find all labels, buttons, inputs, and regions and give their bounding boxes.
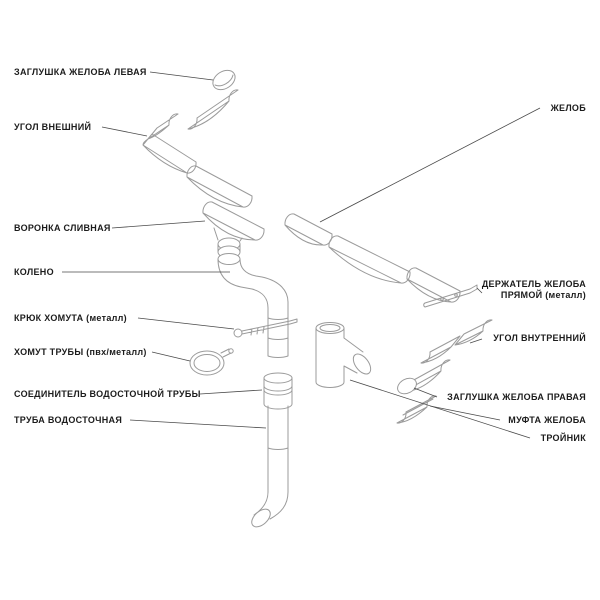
- label-downpipe: ТРУБА ВОДОСТОЧНАЯ: [14, 415, 122, 425]
- label-gutter: ЖЕЛОБ: [550, 103, 587, 113]
- leader-pipe-clamp: [151, 351, 191, 362]
- leader-bracket: [476, 287, 483, 294]
- leader-tee: [349, 379, 531, 439]
- part-gutter-end-cap-left: [212, 69, 236, 91]
- part-outlet-bend: [251, 491, 289, 528]
- leader-clamp-hook: [137, 317, 235, 330]
- part-tee: [315, 322, 372, 388]
- part-pipe-connector: [263, 372, 293, 410]
- part-gutter-section-bottom-right: [397, 359, 451, 395]
- label-end-cap-right: ЗАГЛУШКА ЖЕЛОБА ПРАВАЯ: [447, 392, 586, 402]
- leader-gutter-coupling: [429, 405, 501, 421]
- part-pipe-upper: [267, 317, 289, 359]
- label-end-cap-left: ЗАГЛУШКА ЖЕЛОБА ЛЕВАЯ: [14, 67, 147, 77]
- part-drain-funnel: [202, 201, 265, 259]
- leader-pipe-connector: [199, 389, 263, 395]
- label-clamp-hook: КРЮК ХОМУТА (металл): [14, 313, 127, 323]
- label-bracket-line2: ПРЯМОЙ (металл): [501, 289, 586, 300]
- part-gutter-coupling: [396, 395, 437, 424]
- part-gutter-section-right: [406, 267, 461, 303]
- leader-downpipe: [129, 419, 267, 429]
- part-clamp-hook: [233, 318, 298, 338]
- part-gutter-section-long: [328, 235, 411, 284]
- leader-corner-outer: [101, 126, 148, 137]
- part-pipe-clamp: [189, 348, 234, 376]
- part-elbow: [217, 253, 289, 321]
- leader-lines: [62, 71, 541, 439]
- label-gutter-coupling: МУФТА ЖЕЛОБА: [508, 415, 586, 425]
- leader-end-cap-left: [149, 71, 214, 81]
- labels-left: ЗАГЛУШКА ЖЕЛОБА ЛЕВАЯ УГОЛ ВНЕШНИЙ ВОРОН…: [14, 67, 201, 425]
- part-gutter-section-left: [186, 165, 253, 208]
- leader-corner-inner: [469, 338, 483, 344]
- label-corner-outer: УГОЛ ВНЕШНИЙ: [14, 121, 91, 132]
- leader-drain-funnel: [111, 220, 206, 229]
- label-drain-funnel: ВОРОНКА СЛИВНАЯ: [14, 223, 111, 233]
- labels-right: ЖЕЛОБ ДЕРЖАТЕЛЬ ЖЕЛОБА ПРЯМОЙ (металл) У…: [447, 103, 586, 443]
- label-elbow: КОЛЕНО: [14, 267, 54, 277]
- label-pipe-clamp: ХОМУТ ТРУБЫ (пвх/металл): [14, 347, 147, 357]
- part-downpipe: [267, 405, 289, 493]
- part-gutter-section-mid: [284, 213, 333, 246]
- label-bracket-line1: ДЕРЖАТЕЛЬ ЖЕЛОБА: [482, 279, 586, 289]
- leader-end-cap-right: [413, 387, 438, 398]
- part-corner-outer: [142, 113, 197, 174]
- part-gutter-end-cap-right: [397, 377, 417, 395]
- leader-gutter: [319, 107, 541, 223]
- label-pipe-connector: СОЕДИНИТЕЛЬ ВОДОСТОЧНОЙ ТРУБЫ: [14, 388, 201, 399]
- part-gutter-section-top: [187, 89, 239, 130]
- part-corner-inner: [420, 319, 493, 364]
- label-tee: ТРОЙНИК: [541, 432, 587, 443]
- label-corner-inner: УГОЛ ВНУТРЕННИЙ: [493, 332, 586, 343]
- part-gutter-bracket: [423, 284, 478, 308]
